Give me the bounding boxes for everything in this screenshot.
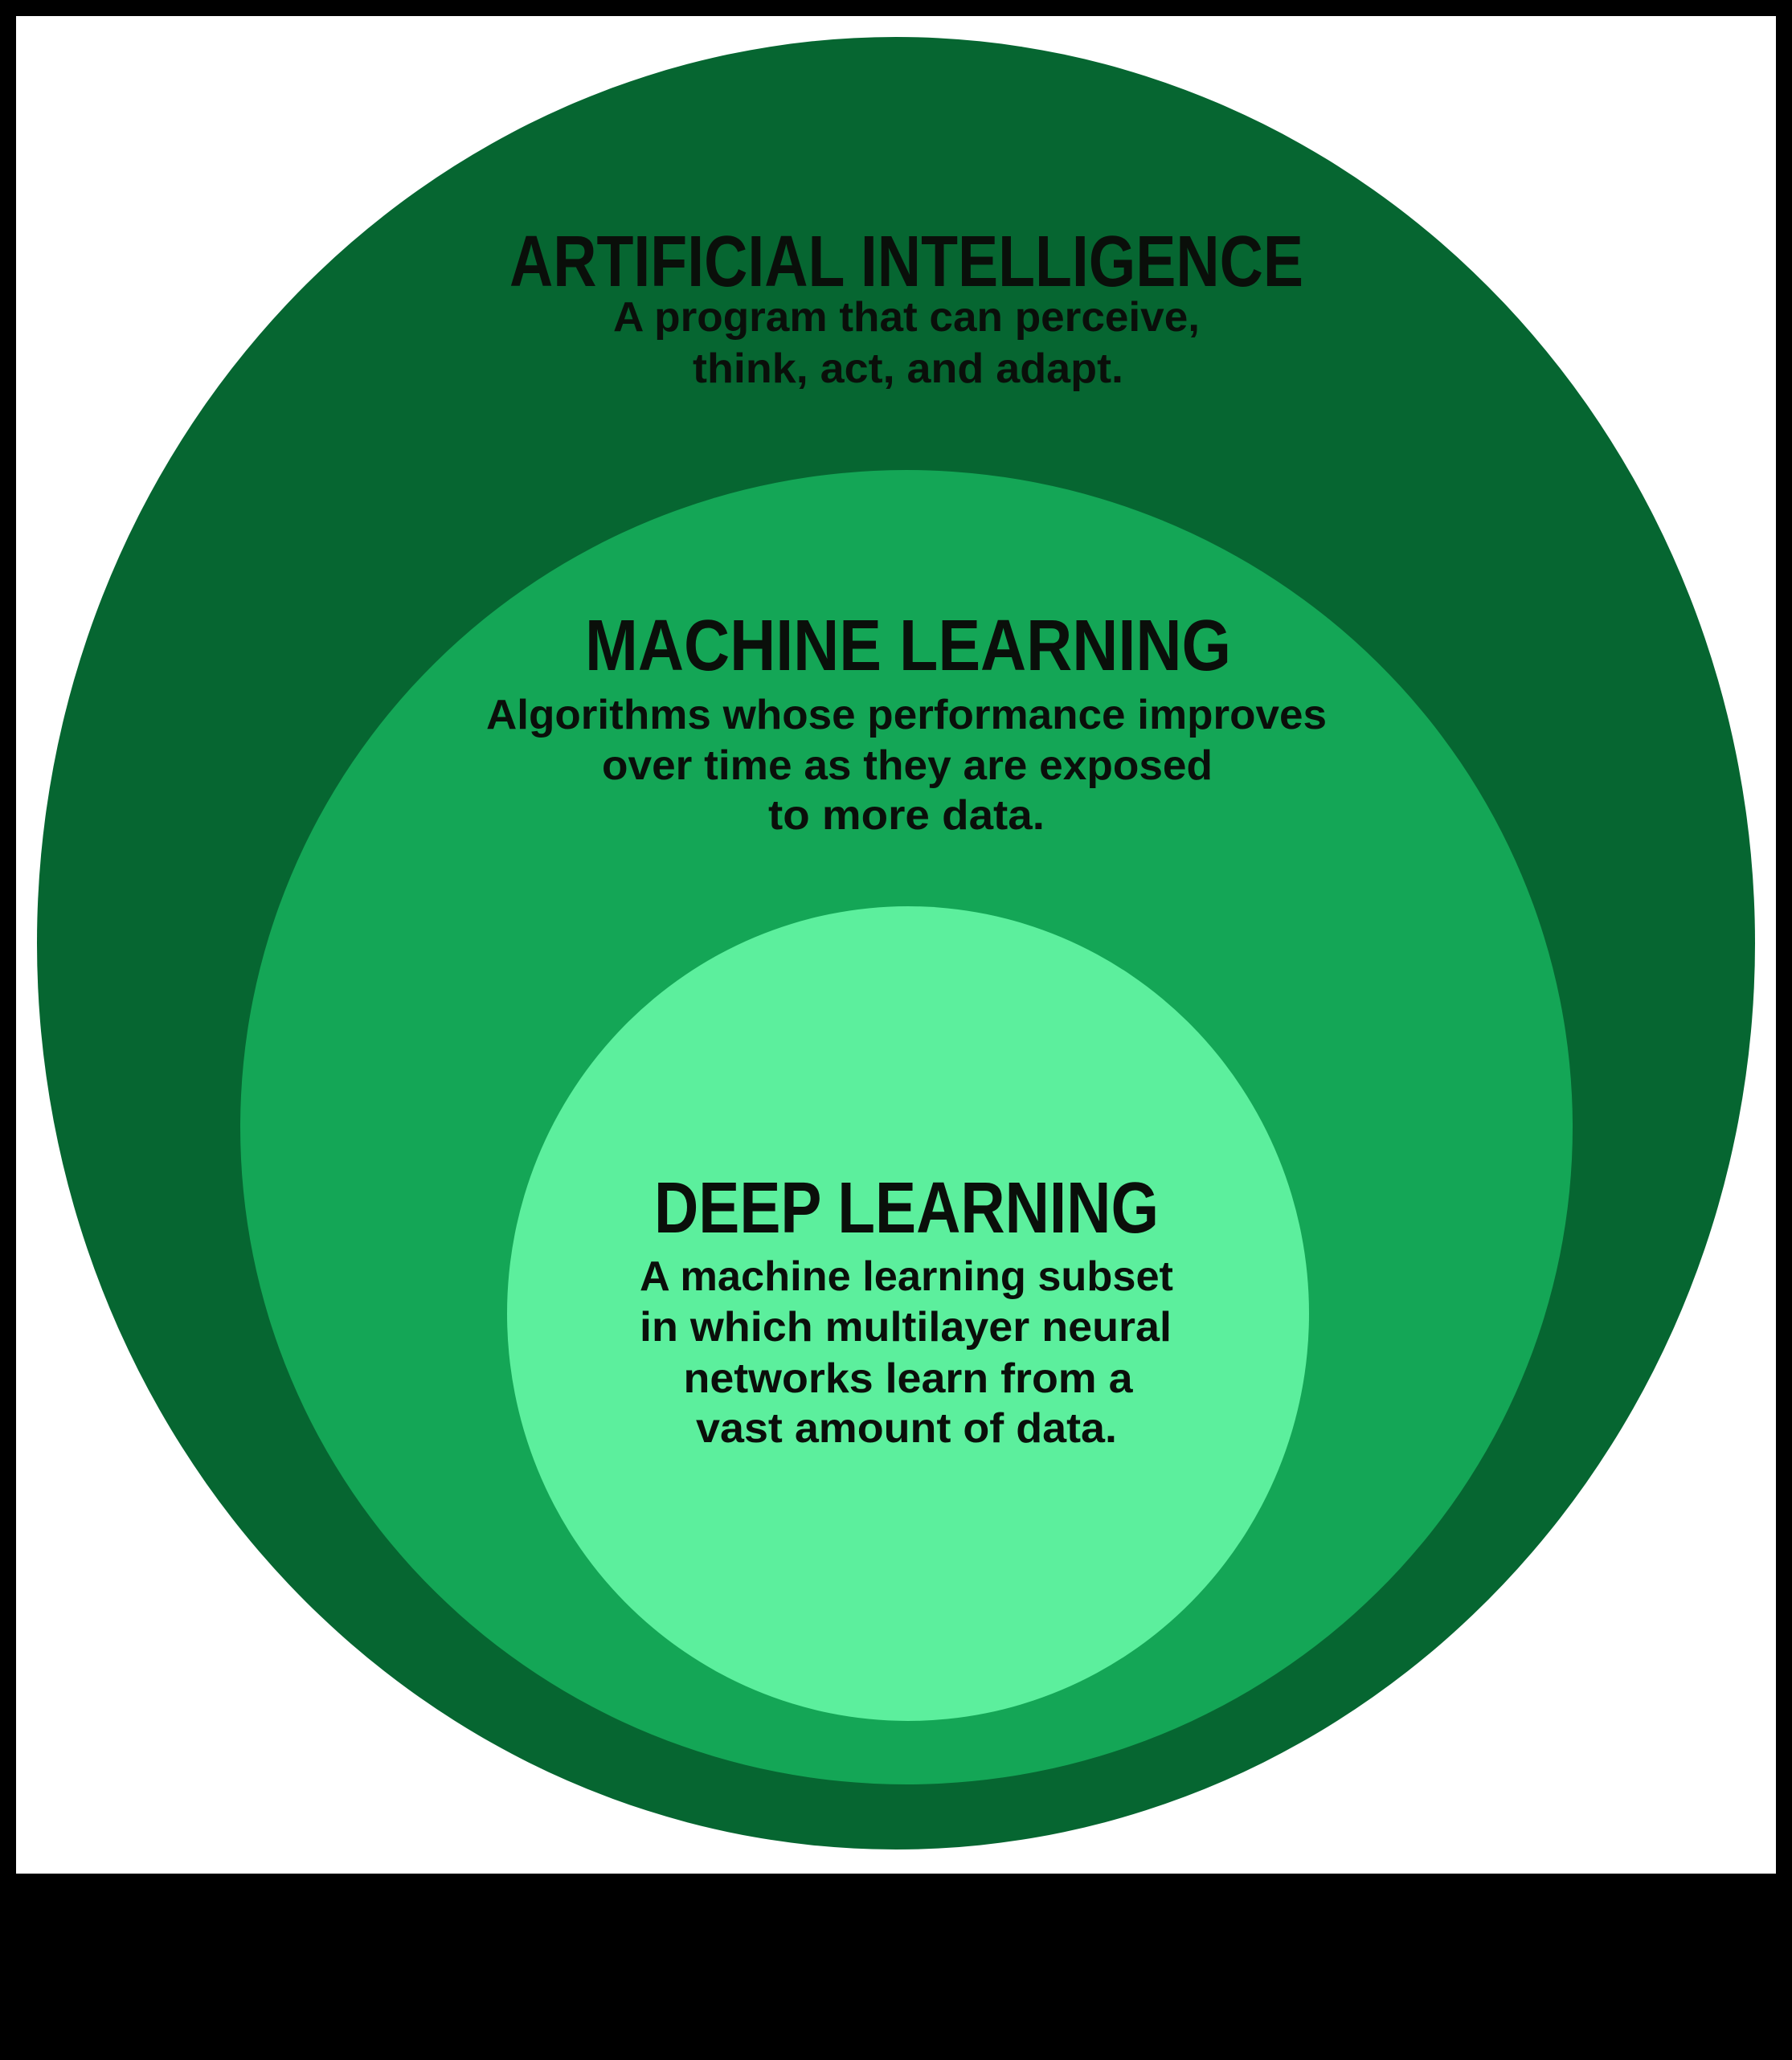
ml-description-line: Algorithms whose performance improves <box>486 692 1327 738</box>
ai-description-line: think, act, and adapt. <box>693 345 1123 392</box>
dl-circle <box>507 906 1309 1721</box>
dl-description-line: in which multilayer neural <box>640 1304 1172 1351</box>
ai-title: ARTIFICIAL INTELLIGENCE <box>509 222 1303 302</box>
dl-description-line: A machine learning subset <box>640 1253 1173 1300</box>
ml-title: MACHINE LEARNING <box>585 606 1231 686</box>
ml-description-line: to more data. <box>768 792 1045 839</box>
ai-description-line: A program that can perceive, <box>613 294 1200 341</box>
dl-description-line: vast amount of data. <box>696 1405 1117 1452</box>
dl-description-line: networks learn from a <box>684 1355 1134 1402</box>
ml-description-line: over time as they are exposed <box>602 742 1213 789</box>
dl-title: DEEP LEARNING <box>654 1168 1159 1249</box>
